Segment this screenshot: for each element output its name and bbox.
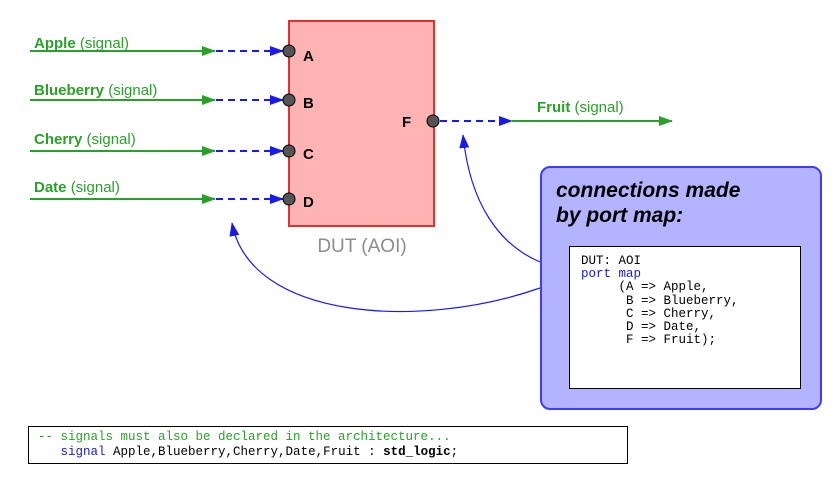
- declaration-type: std_logic: [383, 445, 451, 459]
- code-line-7: F => Fruit);: [581, 333, 717, 348]
- port-dot-d: [282, 192, 296, 206]
- signal-name-apple: Apple: [34, 35, 76, 52]
- port-label-d: D: [303, 194, 314, 211]
- signal-kind-fruit: (signal): [575, 99, 624, 116]
- signal-kind-blueberry: (signal): [108, 82, 157, 99]
- port-dot-f: [426, 114, 440, 128]
- declaration-end: ;: [450, 445, 459, 459]
- port-label-b: B: [303, 95, 314, 112]
- code-line-6: D => Date,: [581, 320, 702, 335]
- declaration-keyword: signal: [60, 445, 106, 459]
- port-dot-a: [282, 44, 296, 58]
- port-label-f: F: [402, 114, 411, 131]
- code-line-3: (A => Apple,: [581, 280, 709, 295]
- port-dot-b: [282, 93, 296, 107]
- code-line-5: C => Cherry,: [581, 306, 717, 321]
- port-map-title-line2: by port map:: [556, 204, 684, 227]
- port-map-title-line1: connections made: [556, 179, 741, 202]
- signal-kind-cherry: (signal): [87, 131, 136, 148]
- input-signal-label-cherry: Cherry (signal): [34, 131, 136, 148]
- dut-label: DUT (AOI): [317, 236, 406, 257]
- signal-kind-date: (signal): [71, 179, 120, 196]
- code-line-2-keyword: port map: [581, 267, 642, 282]
- declaration-line: signal Apple,Blueberry,Cherry,Date,Fruit…: [38, 445, 627, 460]
- input-signal-label-apple: Apple (signal): [34, 35, 129, 52]
- port-map-title: connections made by port map:: [556, 178, 818, 228]
- declaration-comment: -- signals must also be declared in the …: [38, 430, 451, 444]
- port-label-c: C: [303, 146, 314, 163]
- input-signal-label-date: Date (signal): [34, 179, 120, 196]
- signal-name-blueberry: Blueberry: [34, 82, 105, 99]
- callout-arrow-to-fruit: [459, 134, 541, 263]
- signal-kind-apple: (signal): [80, 35, 129, 52]
- port-label-a: A: [303, 48, 314, 65]
- declaration-names: Apple,Blueberry,Cherry,Date,Fruit :: [105, 445, 384, 459]
- signal-declaration-box: -- signals must also be declared in the …: [28, 426, 628, 464]
- code-line-4: B => Blueberry,: [581, 293, 739, 308]
- code-line-1: DUT: AOI: [581, 254, 642, 268]
- input-signal-label-blueberry: Blueberry (signal): [34, 82, 157, 99]
- declaration-indent: [38, 445, 61, 459]
- callout-arrow-to-inputs: [229, 222, 541, 313]
- signal-name-date: Date: [34, 179, 67, 196]
- port-dot-c: [282, 144, 296, 158]
- signal-name-fruit: Fruit: [537, 99, 570, 116]
- signal-name-cherry: Cherry: [34, 131, 83, 148]
- dut-block: [288, 20, 435, 227]
- output-signal-label-fruit: Fruit (signal): [537, 99, 624, 116]
